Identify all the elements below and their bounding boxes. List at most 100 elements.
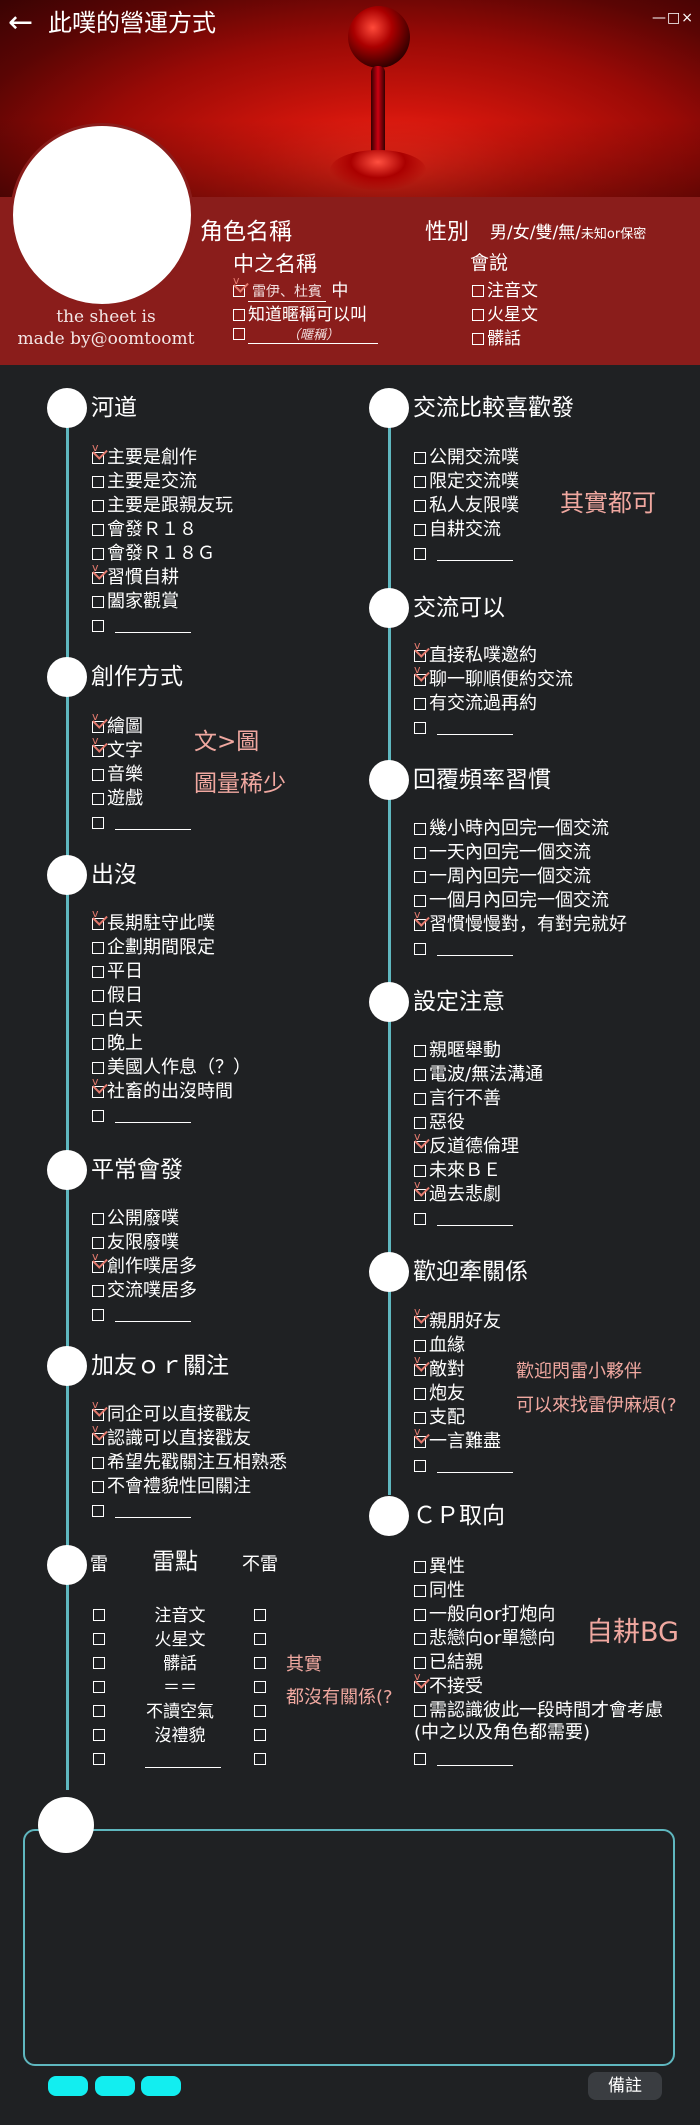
checkbox-item[interactable]: 主要是創作 xyxy=(92,443,197,469)
not-lei-checkbox[interactable] xyxy=(254,1633,266,1645)
checkbox-item[interactable]: 親暱舉動 xyxy=(414,1040,501,1062)
checkbox[interactable] xyxy=(414,1585,426,1597)
checkbox-item[interactable]: 自耕交流 xyxy=(414,519,501,541)
checkbox[interactable] xyxy=(414,1753,426,1765)
speak-checkbox[interactable] xyxy=(472,333,484,345)
not-lei-checkbox[interactable] xyxy=(254,1753,266,1765)
checkbox[interactable] xyxy=(414,823,426,835)
checkbox[interactable] xyxy=(92,1400,104,1421)
checkbox[interactable] xyxy=(414,476,426,488)
color-pill-1[interactable] xyxy=(48,2076,88,2096)
checkbox[interactable] xyxy=(414,1180,426,1201)
lei-checkbox[interactable] xyxy=(93,1633,105,1645)
checkbox[interactable] xyxy=(414,1069,426,1081)
not-lei-checkbox[interactable] xyxy=(254,1705,266,1717)
checkbox-item[interactable]: 會發Ｒ１８ xyxy=(92,519,197,541)
checkbox[interactable] xyxy=(414,698,426,710)
checkbox-item[interactable]: 一般向or打炮向 xyxy=(414,1604,555,1626)
checkbox-item[interactable]: 音樂 xyxy=(92,764,143,786)
checkbox[interactable] xyxy=(414,641,426,662)
checkbox-item[interactable]: 血緣 xyxy=(414,1335,465,1357)
checkbox[interactable] xyxy=(92,909,104,930)
checkbox-item[interactable]: 已結親 xyxy=(414,1652,483,1674)
checkbox[interactable] xyxy=(92,500,104,512)
color-pill-3[interactable] xyxy=(141,2076,181,2096)
checkbox[interactable] xyxy=(414,1460,426,1472)
lei-checkbox[interactable] xyxy=(93,1657,105,1669)
not-lei-checkbox[interactable] xyxy=(254,1681,266,1693)
blank-item[interactable] xyxy=(414,717,513,739)
avatar[interactable] xyxy=(10,123,194,307)
checkbox[interactable] xyxy=(414,1609,426,1621)
blank-line[interactable] xyxy=(115,1503,191,1518)
checkbox[interactable] xyxy=(414,943,426,955)
checkbox-item[interactable]: 美國人作息（？） xyxy=(92,1057,251,1079)
checkbox[interactable] xyxy=(414,524,426,536)
checkbox[interactable] xyxy=(414,548,426,560)
checkbox[interactable] xyxy=(92,620,104,632)
checkbox[interactable] xyxy=(414,665,426,686)
blank-item[interactable] xyxy=(92,812,191,834)
checkbox[interactable] xyxy=(92,1077,104,1098)
checkbox-item[interactable]: 親朋好友 xyxy=(414,1307,501,1333)
speak-item[interactable]: 髒話 xyxy=(472,324,521,349)
checkbox[interactable] xyxy=(92,1014,104,1026)
lei-checkbox[interactable] xyxy=(93,1753,105,1765)
checkbox[interactable] xyxy=(414,1657,426,1669)
not-lei-checkbox[interactable] xyxy=(254,1609,266,1621)
checkbox[interactable] xyxy=(92,1252,104,1273)
checkbox-item[interactable]: 電波/無法溝通 xyxy=(414,1064,543,1086)
checkbox-item[interactable]: 支配 xyxy=(414,1407,465,1429)
checkbox[interactable] xyxy=(414,1117,426,1129)
blank-line[interactable] xyxy=(437,1211,513,1226)
checkbox[interactable] xyxy=(414,1427,426,1448)
checkbox-item[interactable]: 白天 xyxy=(92,1009,143,1031)
zz-row-2[interactable]: 知道暱稱可以叫 xyxy=(233,300,367,325)
checkbox[interactable] xyxy=(92,1110,104,1122)
memo-textarea[interactable] xyxy=(23,1829,675,2066)
blank-item[interactable] xyxy=(92,1105,191,1127)
checkbox[interactable] xyxy=(92,1237,104,1249)
checkbox[interactable] xyxy=(92,1457,104,1469)
checkbox[interactable] xyxy=(414,1093,426,1105)
checkbox[interactable] xyxy=(92,1424,104,1445)
checkbox[interactable] xyxy=(92,596,104,608)
checkbox-item[interactable]: 主要是跟親友玩 xyxy=(92,495,233,517)
memo-button[interactable]: 備註 xyxy=(588,2072,662,2100)
checkbox-item[interactable]: 同企可以直接戳友 xyxy=(92,1400,251,1426)
checkbox-item[interactable]: 限定交流噗 xyxy=(414,471,519,493)
checkbox[interactable] xyxy=(92,1038,104,1050)
checkbox-item[interactable]: 闔家觀賞 xyxy=(92,591,179,613)
checkbox[interactable] xyxy=(92,990,104,1002)
blank-line[interactable] xyxy=(437,1458,513,1473)
checkbox-item[interactable]: 異性 xyxy=(414,1556,465,1578)
checkbox[interactable] xyxy=(414,1705,426,1717)
checkbox-item[interactable]: 反道德倫理 xyxy=(414,1132,519,1158)
not-lei-checkbox[interactable] xyxy=(254,1657,266,1669)
checkbox-item[interactable]: 不會禮貌性回關注 xyxy=(92,1476,251,1498)
speak-item[interactable]: 火星文 xyxy=(472,300,538,325)
checkbox[interactable] xyxy=(92,548,104,560)
checkbox-item[interactable]: 主要是交流 xyxy=(92,471,197,493)
checkbox[interactable] xyxy=(414,1045,426,1057)
zz-row-1[interactable]: 雷伊、杜賓 中 xyxy=(233,276,348,302)
checkbox-item[interactable]: 會發Ｒ１８Ｇ xyxy=(92,543,215,565)
checkbox[interactable] xyxy=(414,1388,426,1400)
checkbox[interactable] xyxy=(414,1132,426,1153)
checkbox[interactable] xyxy=(414,1633,426,1645)
blank-line[interactable] xyxy=(437,941,513,956)
checkbox[interactable] xyxy=(414,1340,426,1352)
checkbox-item[interactable]: 交流噗居多 xyxy=(92,1280,197,1302)
checkbox[interactable] xyxy=(414,1307,426,1328)
checkbox-item[interactable]: 一周內回完一個交流 xyxy=(414,866,591,888)
checkbox[interactable] xyxy=(92,1213,104,1225)
checkbox-item[interactable]: 過去悲劇 xyxy=(414,1180,501,1206)
checkbox-item[interactable]: 未來ＢＥ xyxy=(414,1160,501,1182)
checkbox-item[interactable]: 文字 xyxy=(92,736,143,762)
zz-row-1-checkbox[interactable] xyxy=(233,276,245,297)
checkbox-item[interactable]: 幾小時內回完一個交流 xyxy=(414,818,609,840)
checkbox-item[interactable]: 友限廢噗 xyxy=(92,1232,179,1254)
checkbox-item[interactable]: 晚上 xyxy=(92,1033,143,1055)
checkbox-item[interactable]: 希望先戳關注互相熟悉 xyxy=(92,1452,287,1474)
checkbox[interactable] xyxy=(414,500,426,512)
